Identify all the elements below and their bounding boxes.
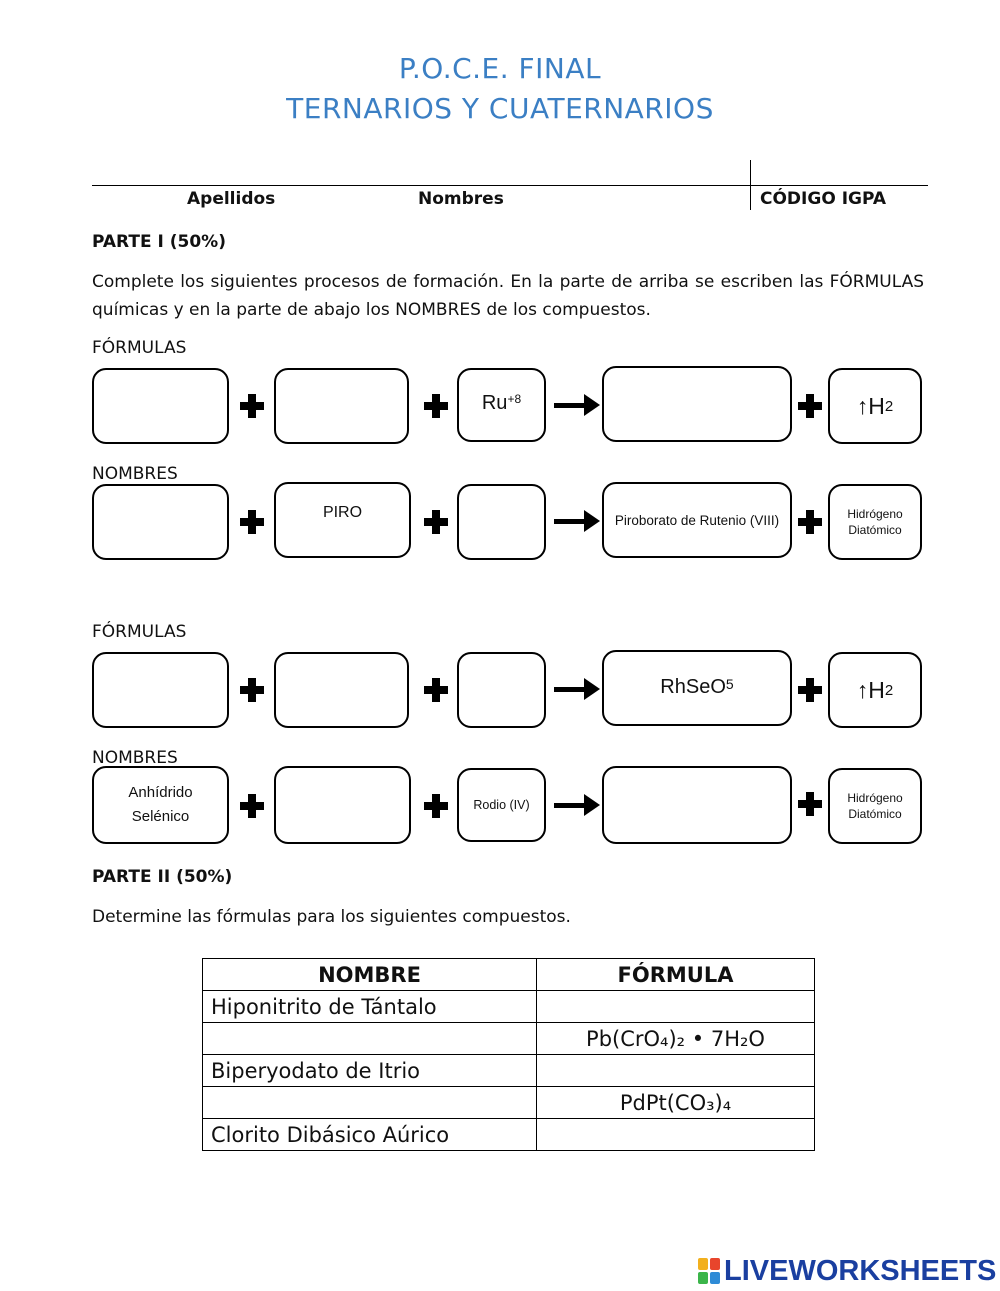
up-arrow-icon: ↑: [856, 676, 869, 703]
h2-symbol: H: [868, 392, 885, 419]
r1-gas-name-box: Hidrógeno Diatómico: [828, 484, 922, 560]
table-header-row: NOMBRE FÓRMULA: [202, 958, 815, 991]
table-row: Biperyodato de Itrio: [202, 1054, 815, 1087]
right-arrow-icon: [554, 509, 600, 533]
r1-name-box-2: PIRO: [274, 482, 411, 558]
row-nombre-answer[interactable]: [202, 1022, 537, 1055]
row-nombre-answer[interactable]: [202, 1086, 537, 1119]
gas-name-line2: Diatómico: [848, 523, 902, 537]
col-nombre-header: NOMBRE: [202, 958, 537, 991]
title-line-2: TERNARIOS Y CUATERNARIOS: [286, 92, 714, 125]
header-rule: [92, 185, 928, 186]
nombres-label-2: NOMBRES: [92, 748, 178, 768]
r1-name-box-1[interactable]: [92, 484, 229, 560]
plus-icon: [424, 394, 448, 418]
row-formula-answer[interactable]: [536, 990, 815, 1023]
r1-ru-base: Ru: [481, 392, 508, 414]
h2-subscript: 2: [884, 681, 894, 699]
nombres-label: Nombres: [418, 189, 504, 209]
h2-subscript: 2: [884, 397, 894, 415]
logo-square: [698, 1272, 708, 1284]
row-nombre: Hiponitrito de Tántalo: [202, 990, 537, 1023]
r2-formula-box-3[interactable]: [457, 652, 546, 728]
gas-name-line1: Hidrógeno: [847, 791, 903, 805]
nombres-label-1: NOMBRES: [92, 464, 178, 484]
logo-square: [710, 1272, 720, 1284]
r1-formula-product-box[interactable]: [602, 366, 792, 442]
plus-icon: [240, 794, 264, 818]
right-arrow-icon: [554, 677, 600, 701]
col-formula-header: FÓRMULA: [536, 958, 815, 991]
title-line-1: P.O.C.E. FINAL: [398, 52, 602, 85]
apellidos-label: Apellidos: [187, 189, 276, 209]
part2-heading: PARTE II (50%): [92, 867, 233, 887]
r2-formula-box-1[interactable]: [92, 652, 229, 728]
r2-name-box-2[interactable]: [274, 766, 411, 844]
formulas-label-1: FÓRMULAS: [92, 338, 187, 358]
plus-icon: [240, 394, 264, 418]
part1-instructions-line2: químicas y en la parte de abajo los NOMB…: [92, 300, 651, 320]
liveworksheets-logo: LIVEWORKSHEETS: [698, 1255, 996, 1287]
r1-formula-box-1[interactable]: [92, 368, 229, 444]
gas-name-line1: Hidrógeno: [847, 507, 903, 521]
row-formula: PdPt(CO₃)₄: [536, 1086, 815, 1119]
plus-icon: [798, 394, 822, 418]
r1-formula-box-2[interactable]: [274, 368, 409, 444]
r2-name-box-3: Rodio (IV): [457, 768, 546, 842]
plus-icon: [424, 510, 448, 534]
codigo-label: CÓDIGO IGPA: [760, 189, 887, 209]
r1-formula-box-3: Ru+8: [457, 368, 546, 442]
row-nombre: Clorito Dibásico Aúrico: [202, 1118, 537, 1151]
logo-text: LIVEWORKSHEETS: [724, 1254, 997, 1287]
row-formula-answer[interactable]: [536, 1054, 815, 1087]
table-row: PdPt(CO₃)₄: [202, 1086, 815, 1119]
r2-name-product-box[interactable]: [602, 766, 792, 844]
plus-icon: [798, 678, 822, 702]
rhseo-base: RhSeO: [660, 676, 726, 698]
r2-formula-box-2[interactable]: [274, 652, 409, 728]
anhidrido-line2: Selénico: [131, 808, 190, 825]
compounds-table: NOMBRE FÓRMULA Hiponitrito de Tántalo Pb…: [202, 958, 815, 1151]
formulas-label-2: FÓRMULAS: [92, 622, 187, 642]
r1-name-product-box: Piroborato de Rutenio (VIII): [602, 482, 792, 558]
header-divider: [750, 160, 751, 210]
anhidrido-line1: Anhídrido: [128, 784, 193, 801]
plus-icon: [240, 510, 264, 534]
plus-icon: [798, 510, 822, 534]
gas-name-line2: Diatómico: [848, 807, 902, 821]
part2-instructions: Determine las fórmulas para los siguient…: [92, 907, 571, 927]
row-formula-answer[interactable]: [536, 1118, 815, 1151]
rhseo-subscript: 5: [725, 676, 734, 692]
r1-name-box-3[interactable]: [457, 484, 546, 560]
logo-mark-icon: [698, 1258, 720, 1284]
plus-icon: [798, 792, 822, 816]
h2-symbol: H: [868, 676, 885, 703]
plus-icon: [424, 678, 448, 702]
logo-square: [710, 1258, 720, 1270]
table-row: Pb(CrO₄)₂ • 7H₂O: [202, 1022, 815, 1055]
right-arrow-icon: [554, 793, 600, 817]
plus-icon: [424, 794, 448, 818]
row-formula: Pb(CrO₄)₂ • 7H₂O: [536, 1022, 815, 1055]
r2-gas-name-box: Hidrógeno Diatómico: [828, 768, 922, 844]
row-nombre: Biperyodato de Itrio: [202, 1054, 537, 1087]
right-arrow-icon: [554, 393, 600, 417]
table-row: Clorito Dibásico Aúrico: [202, 1118, 815, 1151]
table-row: Hiponitrito de Tántalo: [202, 990, 815, 1023]
part1-instructions-line1: Complete los siguientes procesos de form…: [92, 272, 924, 292]
plus-icon: [240, 678, 264, 702]
up-arrow-icon: ↑: [856, 392, 869, 419]
part1-heading: PARTE I (50%): [92, 232, 226, 252]
logo-square: [698, 1258, 708, 1270]
r2-name-box-1: Anhídrido Selénico: [92, 766, 229, 844]
r1-ru-charge: +8: [507, 392, 522, 406]
